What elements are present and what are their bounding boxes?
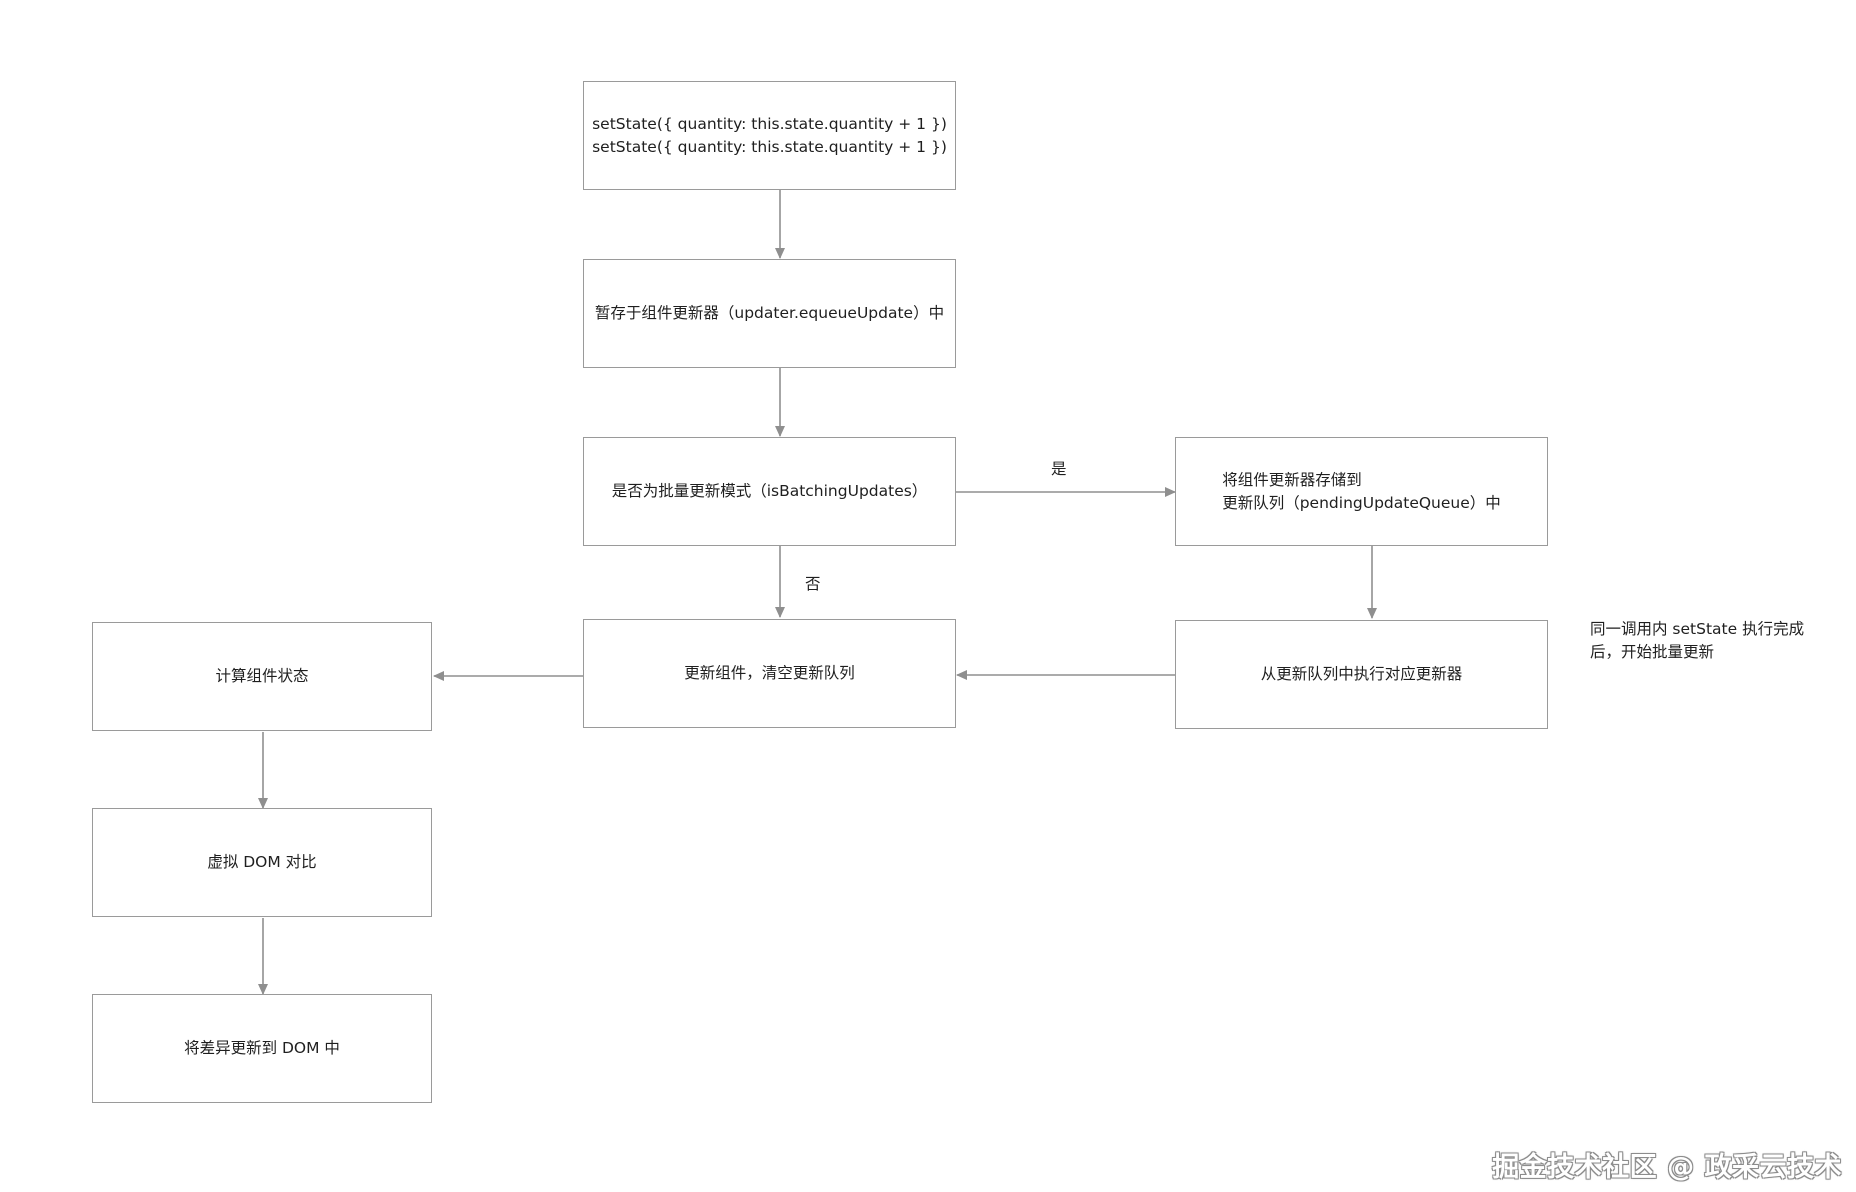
- node-patch-dom-label: 将差异更新到 DOM 中: [184, 1039, 340, 1057]
- node-is-batching-label: 是否为批量更新模式（isBatchingUpdates）: [611, 482, 928, 500]
- node-compute-state: 计算组件状态: [92, 622, 432, 731]
- edge-label-no: 否: [805, 575, 821, 593]
- node-store-pending-line-2: 更新队列（pendingUpdateQueue）中: [1222, 493, 1501, 512]
- node-is-batching: 是否为批量更新模式（isBatchingUpdates）: [583, 437, 956, 546]
- node-compute-state-label: 计算组件状态: [215, 667, 309, 685]
- node-run-updaters: 从更新队列中执行对应更新器: [1175, 620, 1548, 729]
- node-store-pending-line-1: 将组件更新器存储到: [1222, 470, 1362, 489]
- watermark: 掘金技术社区 @ 政采云技术: [1492, 1152, 1842, 1183]
- edge-label-yes: 是: [1051, 460, 1067, 478]
- node-enqueue-update: 暂存于组件更新器（updater.equeueUpdate）中: [583, 259, 956, 368]
- node-set-state-line-1: setState({ quantity: this.state.quantity…: [592, 114, 947, 133]
- node-vdom-diff-label: 虚拟 DOM 对比: [207, 853, 317, 871]
- batch-note-line-2: 后，开始批量更新: [1590, 643, 1715, 661]
- node-update-component-label: 更新组件，清空更新队列: [684, 664, 855, 682]
- node-patch-dom: 将差异更新到 DOM 中: [92, 994, 432, 1103]
- batch-note: 同一调用内 setState 执行完成 后，开始批量更新: [1590, 618, 1820, 664]
- node-run-updaters-label: 从更新队列中执行对应更新器: [1260, 665, 1463, 683]
- node-set-state: setState({ quantity: this.state.quantity…: [583, 81, 956, 190]
- node-set-state-line-2: setState({ quantity: this.state.quantity…: [592, 137, 947, 156]
- node-vdom-diff: 虚拟 DOM 对比: [92, 808, 432, 917]
- batch-note-line-1: 同一调用内 setState 执行完成: [1590, 620, 1805, 638]
- node-enqueue-update-label: 暂存于组件更新器（updater.equeueUpdate）中: [594, 304, 945, 322]
- node-update-component: 更新组件，清空更新队列: [583, 619, 956, 728]
- node-store-pending: 将组件更新器存储到 更新队列（pendingUpdateQueue）中: [1175, 437, 1548, 546]
